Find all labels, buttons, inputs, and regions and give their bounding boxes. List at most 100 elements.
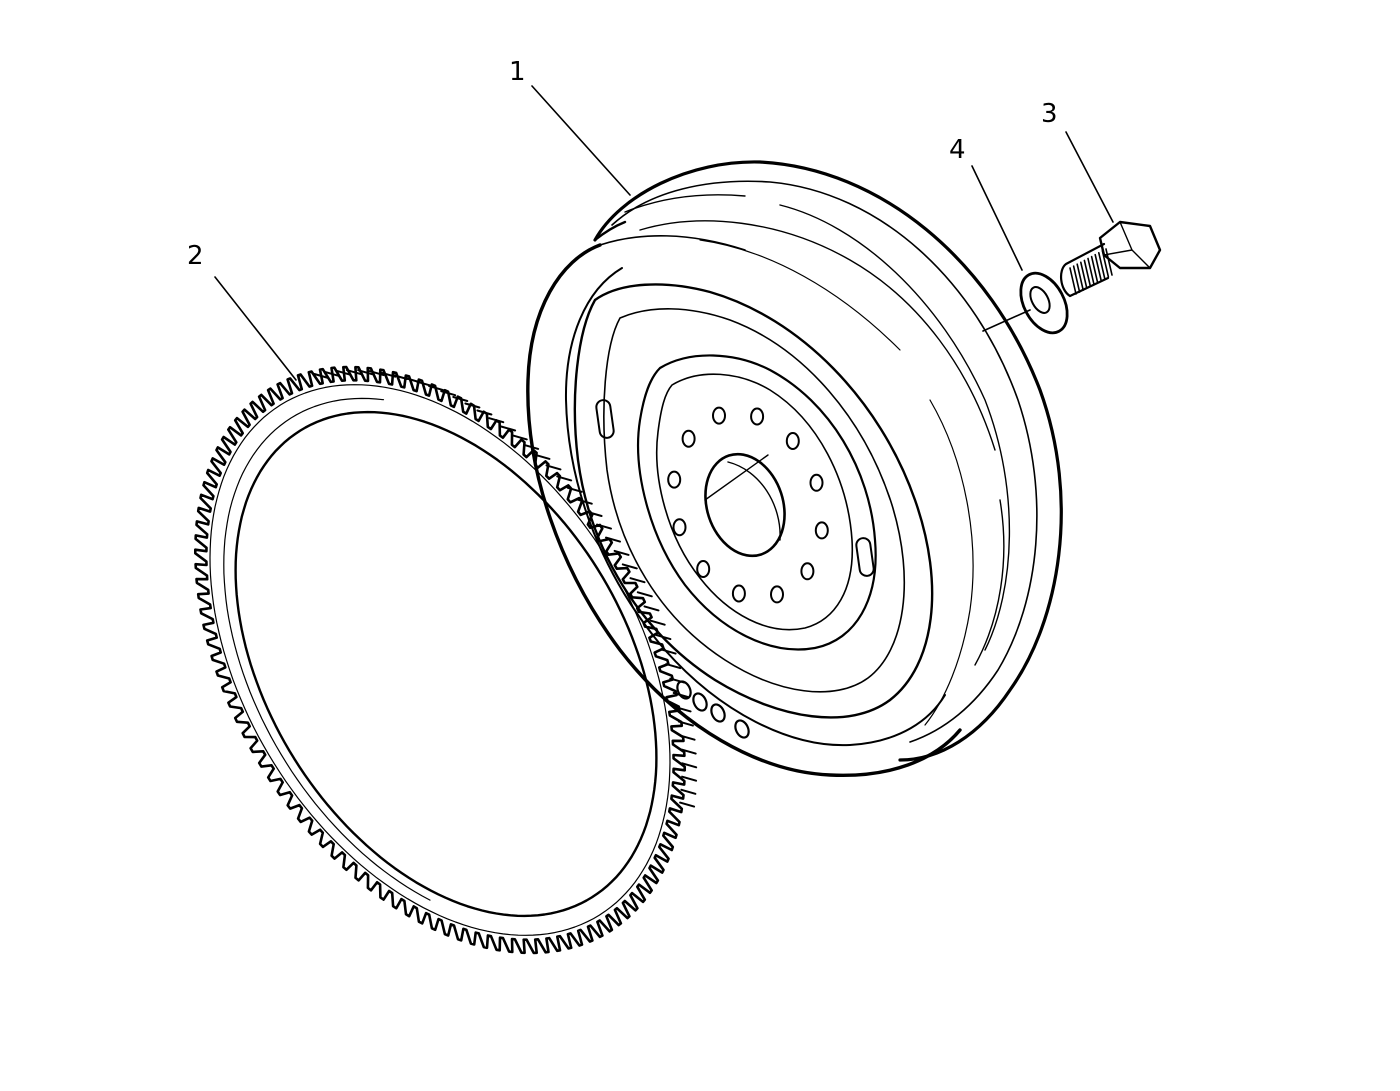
flywheel-bore-chamfer <box>704 454 781 541</box>
leader-line-washer-flywheel <box>982 309 1031 332</box>
bolt-thread-line <box>1087 257 1095 286</box>
flywheel-rim-groove-2 <box>624 194 1011 651</box>
ring-gear-tooth-flank <box>636 591 653 598</box>
flywheel <box>526 160 1063 778</box>
ring-gear-tooth-flank <box>476 409 493 416</box>
ring-gear-tooth-flank <box>488 417 505 424</box>
bolt-head-edges <box>1103 221 1151 269</box>
ring-gear-tooth-flank <box>680 788 697 795</box>
ring-gear-tooth-flank <box>677 720 694 727</box>
ring-gear-tooth-flank <box>428 385 445 392</box>
ring-gear-tooth-flank <box>643 605 660 612</box>
ring-gear-tooth-flank <box>556 475 573 482</box>
bolt-thread-line <box>1094 253 1102 282</box>
flywheel-hub-recess <box>637 354 877 651</box>
flywheel-bolt-hole <box>800 562 815 581</box>
ring-gear-tooth-flank <box>368 370 385 377</box>
bolt-thread-line <box>1072 265 1081 293</box>
flywheel-bolt-hole <box>731 584 746 603</box>
ring-gear-tooth-flank <box>679 801 696 808</box>
bolt-thread-line <box>1098 252 1106 280</box>
flywheel-bolt-hole <box>809 473 824 492</box>
ring-gear <box>194 365 698 955</box>
ring-gear-tooth-flank <box>500 425 517 432</box>
bolt-thread-line <box>1105 248 1113 276</box>
ring-gear-tooth-flank <box>679 734 696 741</box>
ring-gear-tooth-flank <box>357 369 374 376</box>
flywheel-bolt-hole <box>696 560 711 578</box>
callout-4: 4 <box>949 135 966 165</box>
flywheel-clutch-face-inner <box>603 308 906 693</box>
ring-gear-tooth-flank <box>380 371 397 378</box>
flywheel-bolt-hole <box>712 406 726 425</box>
bolt-thread-line <box>1101 250 1110 278</box>
ring-gear-tooth-flank <box>613 549 630 556</box>
flywheel-bolt-hole <box>681 429 696 448</box>
ring-gear-tooth-flank <box>324 370 340 377</box>
ring-gear-tooth-flank <box>680 748 697 755</box>
bolt-thread-line <box>1076 263 1084 291</box>
flywheel-rim-groove-3 <box>639 220 1005 666</box>
flywheel-balance-hole <box>692 692 708 712</box>
flywheel-balance-hole <box>676 680 692 700</box>
ring-gear-tooth-flank <box>334 369 351 376</box>
leader-line-3 <box>1065 131 1114 223</box>
flywheel-bolt-holes <box>667 406 829 604</box>
callout-2: 2 <box>187 241 204 271</box>
leader-line-2 <box>214 276 297 381</box>
ring-gear-tooth-flank <box>596 523 612 530</box>
ring-gear-tooth-flank <box>681 762 698 769</box>
bolt-thread-line <box>1069 267 1077 295</box>
ring-gear-tooth-flank <box>621 563 638 570</box>
flywheel-hub-plate <box>655 373 854 631</box>
bolt-thread-line <box>1090 255 1099 284</box>
flywheel-rim-step <box>593 220 627 242</box>
leader-line-1 <box>531 85 631 196</box>
flywheel-balance-hole <box>734 719 750 739</box>
ring-gear-tooth-flank <box>675 706 692 713</box>
ring-gear-inner-bevel <box>223 397 431 901</box>
bolt <box>1060 220 1162 298</box>
flywheel-center-bore <box>704 452 786 558</box>
bolt-thread <box>1069 248 1113 295</box>
flywheel-bolt-hole <box>770 585 784 604</box>
ring-gear-tooth-flank <box>440 390 457 397</box>
leader-line-4 <box>971 165 1023 271</box>
flywheel-balance-holes <box>676 680 750 739</box>
bolt-shank <box>1060 242 1110 298</box>
flywheel-bolt-hole <box>750 407 765 426</box>
flywheel-bolt-hole <box>814 521 829 540</box>
ring-gear-tooth-flank <box>511 434 528 441</box>
flywheel-bolt-hole <box>785 432 800 450</box>
washer-hole <box>1029 286 1051 314</box>
flywheel-bolt-hole <box>667 470 682 489</box>
flywheel-balance-hole <box>710 703 726 723</box>
flywheel-slot-left <box>595 399 615 439</box>
flywheel-front-rim-inner <box>564 267 946 747</box>
ring-gear-tooth-flank <box>576 498 593 505</box>
washer <box>1019 271 1069 335</box>
ring-gear-tooth-flank <box>534 453 551 460</box>
flywheel-front-rim-lip <box>599 234 746 251</box>
ring-gear-tooth-flank <box>605 536 621 543</box>
ring-gear-inner-edge <box>234 410 658 918</box>
ring-gear-tooth-flank <box>649 619 666 626</box>
callout-1: 1 <box>509 57 526 87</box>
bolt-thread-line <box>1083 259 1092 288</box>
bolt-thread-line <box>1080 261 1088 290</box>
leader-lines <box>214 85 1114 381</box>
flywheel-back-rim <box>593 160 1063 762</box>
flywheel-clutch-face-outer <box>573 283 934 719</box>
flywheel-rim-groove-1 <box>611 180 1038 743</box>
ring-gear-tooth-flank <box>629 577 646 584</box>
ring-gear-root-circle <box>209 384 671 936</box>
ring-gear-tooth-flank <box>464 402 481 409</box>
flywheel-front-rim <box>526 243 962 778</box>
ring-gear-tooth-flank <box>416 380 432 387</box>
flywheel-slot-right <box>855 537 875 577</box>
bolt-head <box>1098 220 1162 270</box>
callout-3: 3 <box>1041 99 1058 129</box>
ring-gear-tooth-flank <box>545 464 562 471</box>
ring-gear-tooth-flank <box>681 775 698 782</box>
